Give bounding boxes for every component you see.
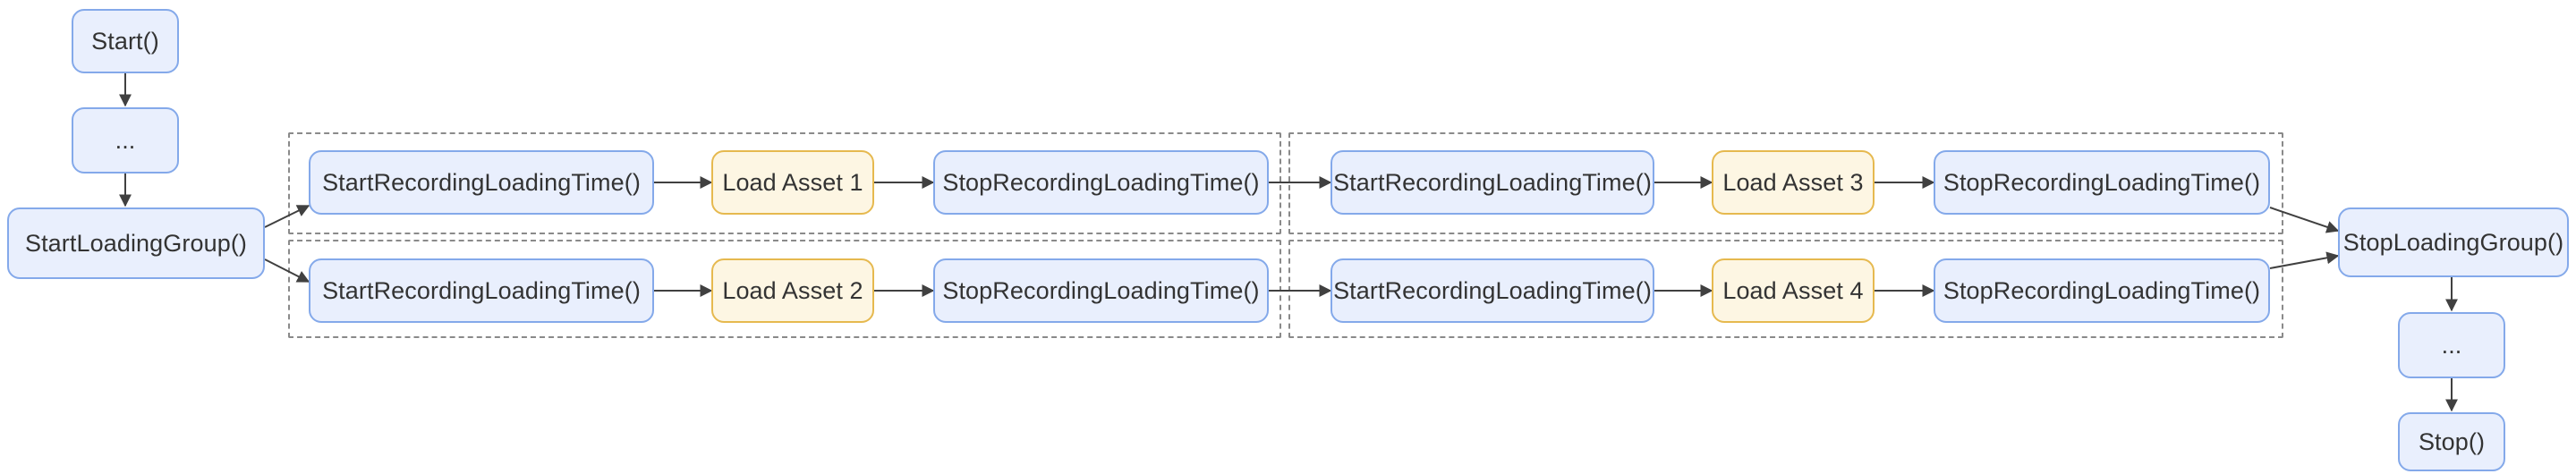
node-load-asset-4[interactable]: Load Asset 4: [1712, 258, 1875, 323]
node-start-loading-group-label: StartLoadingGroup(): [24, 229, 248, 257]
node-start-loading-group[interactable]: StartLoadingGroup(): [7, 207, 265, 279]
node-entry-ellipsis-label: ...: [115, 126, 136, 154]
node-stop-label: Stop(): [2418, 427, 2486, 455]
node-stop-recording-1-label: StopRecordingLoadingTime(): [942, 168, 1260, 196]
node-entry-ellipsis[interactable]: ...: [72, 107, 179, 174]
node-start-recording-1-label: StartRecordingLoadingTime(): [322, 168, 641, 196]
node-stop-loading-group[interactable]: StopLoadingGroup(): [2338, 207, 2569, 277]
node-exit-ellipsis[interactable]: ...: [2398, 312, 2505, 378]
node-start-recording-3-label: StartRecordingLoadingTime(): [1333, 168, 1652, 196]
node-start-recording-1[interactable]: StartRecordingLoadingTime(): [309, 150, 654, 215]
node-load-asset-3-label: Load Asset 3: [1722, 168, 1864, 196]
node-load-asset-1[interactable]: Load Asset 1: [711, 150, 874, 215]
node-stop-recording-3[interactable]: StopRecordingLoadingTime(): [1934, 150, 2270, 215]
node-stop-recording-1[interactable]: StopRecordingLoadingTime(): [933, 150, 1269, 215]
subgraph-asset-3: [1288, 132, 2283, 234]
node-stop-recording-2-label: StopRecordingLoadingTime(): [942, 276, 1260, 304]
node-start-recording-3[interactable]: StartRecordingLoadingTime(): [1331, 150, 1654, 215]
node-stop-loading-group-label: StopLoadingGroup(): [2342, 228, 2564, 256]
node-load-asset-2-label: Load Asset 2: [722, 276, 863, 304]
node-load-asset-2[interactable]: Load Asset 2: [711, 258, 874, 323]
subgraph-asset-2: [288, 240, 1281, 338]
node-start-recording-2[interactable]: StartRecordingLoadingTime(): [309, 258, 654, 323]
subgraph-asset-1: [288, 132, 1281, 234]
node-load-asset-3[interactable]: Load Asset 3: [1712, 150, 1875, 215]
node-start-recording-4-label: StartRecordingLoadingTime(): [1333, 276, 1652, 304]
node-exit-ellipsis-label: ...: [2441, 331, 2462, 359]
node-stop[interactable]: Stop(): [2398, 412, 2505, 471]
node-start-recording-4[interactable]: StartRecordingLoadingTime(): [1331, 258, 1654, 323]
node-start[interactable]: Start(): [72, 9, 179, 73]
node-load-asset-4-label: Load Asset 4: [1722, 276, 1864, 304]
node-stop-recording-2[interactable]: StopRecordingLoadingTime(): [933, 258, 1269, 323]
node-stop-recording-3-label: StopRecordingLoadingTime(): [1943, 168, 2261, 196]
subgraph-asset-4: [1288, 240, 2283, 338]
node-load-asset-1-label: Load Asset 1: [722, 168, 863, 196]
node-stop-recording-4-label: StopRecordingLoadingTime(): [1943, 276, 2261, 304]
node-stop-recording-4[interactable]: StopRecordingLoadingTime(): [1934, 258, 2270, 323]
node-start-label: Start(): [91, 27, 159, 55]
node-start-recording-2-label: StartRecordingLoadingTime(): [322, 276, 641, 304]
